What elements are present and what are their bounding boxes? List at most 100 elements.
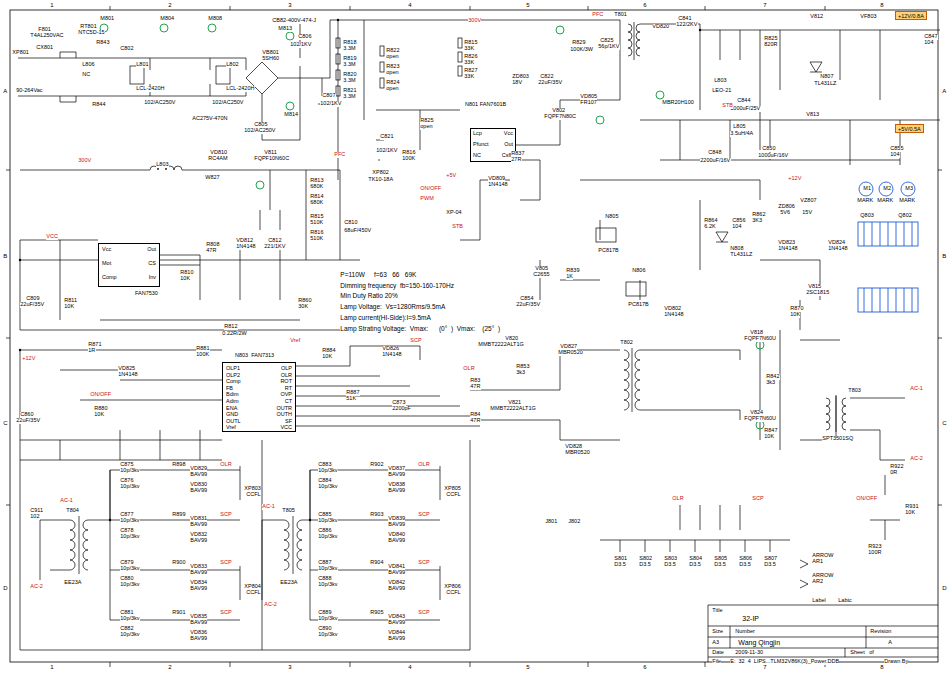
design-note: Dimming frequency fb=150-160-170Hz bbox=[340, 283, 454, 290]
component-label: C880 bbox=[120, 576, 134, 582]
component-label: F801 bbox=[38, 27, 51, 33]
component-label: L803 bbox=[714, 78, 727, 84]
component-label: 10K bbox=[322, 354, 332, 360]
pin-name: GND bbox=[226, 412, 238, 418]
component-label: R811 bbox=[64, 298, 77, 304]
component-label: VD842 bbox=[388, 580, 405, 586]
component-label: XP802 bbox=[372, 170, 389, 176]
component-label: Sheet of bbox=[850, 650, 874, 656]
component-label: C911 bbox=[30, 508, 43, 514]
component-label: PC817B bbox=[598, 248, 619, 254]
component-label: Date bbox=[712, 650, 724, 656]
component-label: 18V bbox=[512, 80, 522, 86]
component-label: FQPF7N60U bbox=[744, 416, 776, 422]
component-label: R870 bbox=[790, 306, 804, 312]
component-label: MBR0520 bbox=[565, 450, 590, 456]
component-label: M3 bbox=[905, 186, 913, 192]
component-label: R810 bbox=[180, 270, 194, 276]
grid-marker: 3 bbox=[288, 664, 292, 670]
component-label: VD823 bbox=[778, 240, 795, 246]
component-label: VD834 bbox=[190, 580, 207, 586]
pin-name: OLR bbox=[281, 373, 292, 379]
grid-marker: 6 bbox=[643, 2, 647, 8]
component-label: CCFL bbox=[246, 590, 261, 596]
component-label: BAV99 bbox=[190, 488, 207, 494]
component-label: 1000uF/16V bbox=[758, 153, 789, 159]
component-label: 10p/3kv bbox=[318, 582, 338, 588]
component-label: N806 bbox=[632, 268, 646, 274]
pin-name: Comp bbox=[226, 379, 241, 385]
component-label: BAV99 bbox=[388, 636, 405, 642]
component-label: C878 bbox=[120, 528, 134, 534]
component-label: C810 bbox=[344, 220, 358, 226]
component-label: S803 bbox=[664, 556, 677, 562]
grid-marker: 5 bbox=[526, 2, 530, 8]
component-label: R814 bbox=[310, 194, 324, 200]
component-label: 680K bbox=[310, 184, 323, 190]
component-label: C884 bbox=[318, 478, 332, 484]
component-label: VZ807 bbox=[800, 198, 817, 204]
component-label: R816 bbox=[310, 230, 324, 236]
component-label: R860 bbox=[298, 298, 312, 304]
component-label: VD828 bbox=[565, 444, 582, 450]
component-label: 102/1KV bbox=[290, 42, 312, 48]
grid-marker: 1 bbox=[50, 2, 54, 8]
component-label: M804 bbox=[160, 16, 174, 22]
net-flag: SCP bbox=[418, 560, 430, 566]
component-label: C856 bbox=[732, 218, 746, 224]
component-label: R903 bbox=[370, 512, 384, 518]
component-label: R825 bbox=[764, 36, 778, 42]
pin-name: Inv bbox=[149, 275, 156, 281]
component-label: R83 bbox=[470, 378, 481, 384]
component-label: C879 bbox=[120, 560, 134, 566]
component-label: CCFL bbox=[446, 492, 461, 498]
component-label: VD836 bbox=[190, 630, 207, 636]
component-label: VD824 bbox=[828, 240, 845, 246]
component-label: R901 bbox=[172, 610, 186, 616]
component-label: Number bbox=[735, 629, 755, 635]
component-label: 510K bbox=[310, 236, 323, 242]
component-label: 1N4148 bbox=[382, 352, 402, 358]
component-label: C809 bbox=[26, 296, 40, 302]
component-label: XP803 bbox=[244, 486, 261, 492]
component-label: T802 bbox=[620, 340, 633, 346]
net-flag: +12V bbox=[22, 356, 36, 362]
ic-box: VccOutMotCSCompInvFAN7530 bbox=[98, 243, 160, 287]
component-label: 3K3 bbox=[752, 218, 762, 224]
ic-box: N801 FAN7601BLcpVccPfunctOutNCCsfb bbox=[470, 128, 516, 162]
component-label: C841 bbox=[678, 16, 692, 22]
power-flag: +5V/0.5A bbox=[895, 124, 924, 133]
component-label: VD809 bbox=[488, 176, 505, 182]
component-label: FQPF10N60C bbox=[254, 156, 289, 162]
pin-name: CS bbox=[148, 261, 156, 267]
pin-name: Pfunct bbox=[473, 142, 489, 148]
component-label: 10K bbox=[94, 412, 104, 418]
pin-name: OUTL bbox=[226, 419, 241, 425]
component-label: 10p/3kv bbox=[120, 468, 140, 474]
component-label: 10K bbox=[790, 312, 800, 318]
pin-name: FAN7530 bbox=[135, 291, 158, 297]
component-label: Labtc bbox=[838, 598, 852, 604]
component-label: 1K bbox=[566, 274, 573, 280]
component-label: R821 bbox=[343, 88, 357, 94]
component-label: VD832 bbox=[190, 532, 207, 538]
component-label: 10p/3kv bbox=[120, 534, 140, 540]
component-label: MARK bbox=[857, 198, 873, 204]
component-label: E: 32 4 LIPS...TLM32V86K(3)_Power.DDB bbox=[730, 659, 839, 665]
component-label: 33K bbox=[464, 74, 474, 80]
net-flag: AC-2 bbox=[30, 584, 43, 590]
net-flag: OLR bbox=[418, 462, 430, 468]
component-label: 1N4148 bbox=[118, 372, 138, 378]
net-flag: STB bbox=[722, 103, 733, 109]
component-label: C802 bbox=[120, 46, 134, 52]
component-label: VD802 bbox=[664, 306, 681, 312]
component-label: R815 bbox=[310, 214, 324, 220]
component-label: Revision bbox=[870, 629, 892, 635]
component-label: V824 bbox=[750, 410, 763, 416]
pin-name: OLP bbox=[281, 366, 292, 372]
pin-name: Comp bbox=[102, 275, 117, 281]
component-label: 1N4148 bbox=[778, 246, 798, 252]
net-flag: 300V bbox=[468, 18, 481, 24]
component-label: R905 bbox=[370, 610, 384, 616]
net-flag: PFC bbox=[334, 152, 346, 158]
